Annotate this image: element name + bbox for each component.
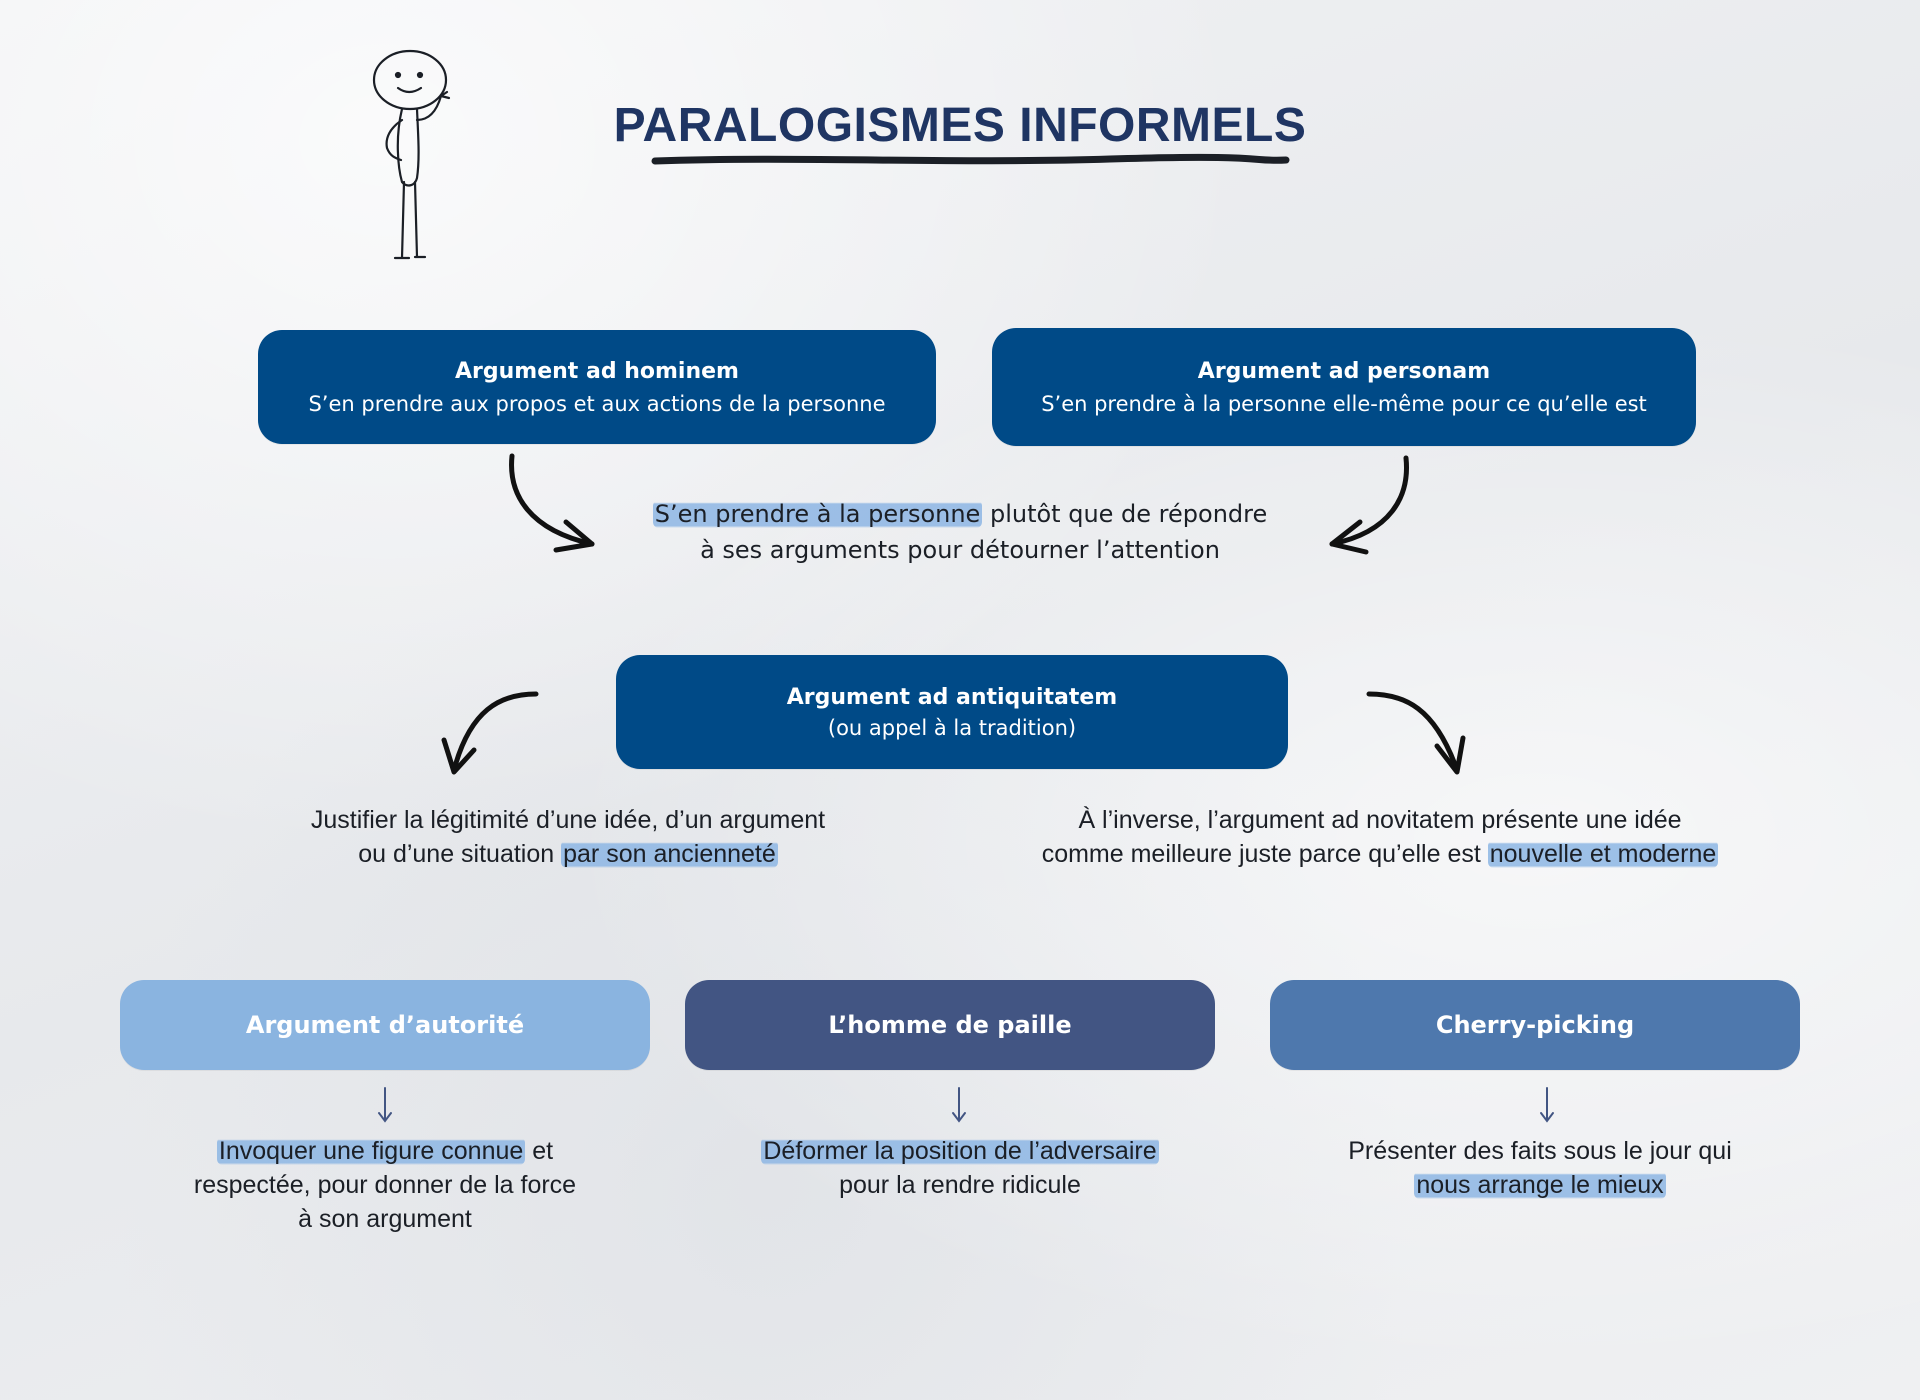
note-text: respectée, pour donner de la force [193, 1171, 577, 1199]
center-note: S’en prendre à la personne plutôt que de… [560, 496, 1360, 568]
note-text: À l’inverse, l’argument ad novitatem pré… [1078, 806, 1682, 834]
note-autorite: Invoquer une figure connue et respectée,… [160, 1134, 610, 1236]
arrow-curved-left-icon [1329, 455, 1409, 555]
box-title: Argument ad personam [1197, 358, 1491, 384]
box-title: Argument ad hominem [455, 358, 739, 384]
box-homme-de-paille: L’homme de paille [685, 980, 1215, 1070]
stick-figure-icon [372, 49, 451, 260]
arrow-curved-down-right-icon [1366, 691, 1466, 775]
note-text: ou d’une situation [358, 840, 562, 868]
highlight-text: nous arrange le mieux [1414, 1171, 1666, 1199]
box-title: L’homme de paille [828, 1011, 1072, 1039]
box-ad-antiquitatem: Argument ad antiquitatem (ou appel à la … [616, 655, 1288, 769]
note-text: à son argument [298, 1205, 472, 1233]
arrow-down-icon [378, 1087, 392, 1123]
right-note: À l’inverse, l’argument ad novitatem pré… [1030, 803, 1730, 871]
box-subtitle: (ou appel à la tradition) [827, 715, 1077, 740]
arrow-down-icon [1540, 1087, 1554, 1123]
box-title: Argument d’autorité [245, 1011, 525, 1039]
box-title: Argument ad antiquitatem [786, 684, 1118, 710]
box-subtitle: S’en prendre aux propos et aux actions d… [308, 391, 886, 416]
note-text: Justifier la légitimité d’une idée, d’un… [310, 806, 826, 834]
note-text: et [525, 1137, 554, 1165]
arrow-down-icon [952, 1087, 966, 1123]
box-argument-autorite: Argument d’autorité [120, 980, 650, 1070]
box-ad-hominem: Argument ad hominem S’en prendre aux pro… [258, 330, 936, 444]
note-text: plutôt que de répondre [982, 500, 1268, 528]
note-cherry-picking: Présenter des faits sous le jour qui nou… [1300, 1134, 1780, 1202]
highlight-text: S’en prendre à la personne [652, 500, 983, 528]
left-note: Justifier la légitimité d’une idée, d’un… [268, 803, 868, 871]
arrow-curved-down-left-icon [441, 691, 539, 775]
note-text: comme meilleure juste parce qu’elle est [1041, 840, 1488, 868]
box-title: Cherry-picking [1435, 1011, 1635, 1039]
note-text: pour la rendre ridicule [839, 1171, 1081, 1199]
highlight-text: Invoquer une figure connue [216, 1137, 526, 1165]
note-homme-de-paille: Déformer la position de l’adversaire pou… [710, 1134, 1210, 1202]
title-underline [651, 153, 1290, 165]
box-subtitle: S’en prendre à la personne elle-même pou… [1041, 391, 1647, 416]
note-text: à ses arguments pour détourner l’attenti… [700, 536, 1220, 564]
page-title: PARALOGISMES INFORMELS [613, 99, 1307, 152]
highlight-text: Déformer la position de l’adversaire [761, 1137, 1159, 1165]
highlight-text: nouvelle et moderne [1487, 840, 1719, 868]
arrow-curved-right-icon [509, 453, 595, 553]
box-ad-personam: Argument ad personam S’en prendre à la p… [992, 328, 1696, 446]
note-text: Présenter des faits sous le jour qui [1348, 1137, 1732, 1165]
highlight-text: par son ancienneté [561, 840, 778, 868]
box-cherry-picking: Cherry-picking [1270, 980, 1800, 1070]
